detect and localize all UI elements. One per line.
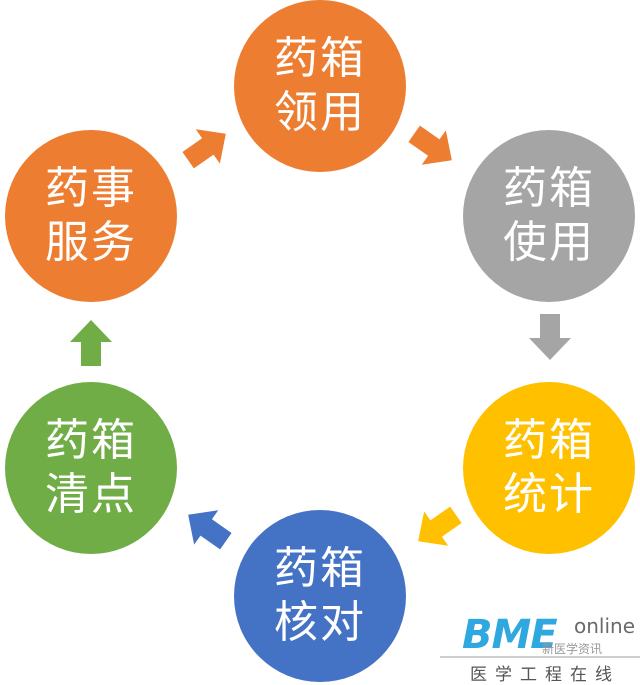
node-use-label: 药箱 使用 [503, 163, 595, 268]
watermark-overlay: 新医学资讯 [542, 642, 603, 656]
node-pharmacy-service: 药事 服务 [5, 130, 177, 302]
node-inventory-label: 药箱 清点 [45, 415, 137, 520]
node-verify-label: 药箱 核对 [274, 543, 366, 648]
node-verify: 药箱 核对 [234, 510, 406, 682]
arrow-service-to-receive-icon [182, 129, 226, 169]
arrow-statistics-to-verify-icon [418, 506, 462, 546]
watermark-tagline: 医学工程在线 [470, 665, 620, 685]
watermark: BME online 新医学资讯 医学工程在线 [440, 610, 640, 685]
arrow-inventory-to-service-icon [70, 320, 112, 366]
watermark-divider [440, 656, 640, 658]
node-receive-label: 药箱 领用 [274, 33, 366, 138]
watermark-logo-suffix: online [574, 614, 636, 638]
node-statistics: 药箱 统计 [463, 382, 635, 554]
watermark-logo: BME [462, 612, 558, 658]
node-pharmacy-service-label: 药事 服务 [45, 163, 137, 268]
node-statistics-label: 药箱 统计 [503, 415, 595, 520]
arrow-use-to-statistics-icon [529, 314, 571, 360]
node-receive: 药箱 领用 [234, 0, 406, 172]
arrow-receive-to-use-icon [408, 125, 452, 165]
node-use: 药箱 使用 [463, 130, 635, 302]
arrow-verify-to-inventory-icon [188, 510, 232, 550]
node-inventory: 药箱 清点 [5, 382, 177, 554]
